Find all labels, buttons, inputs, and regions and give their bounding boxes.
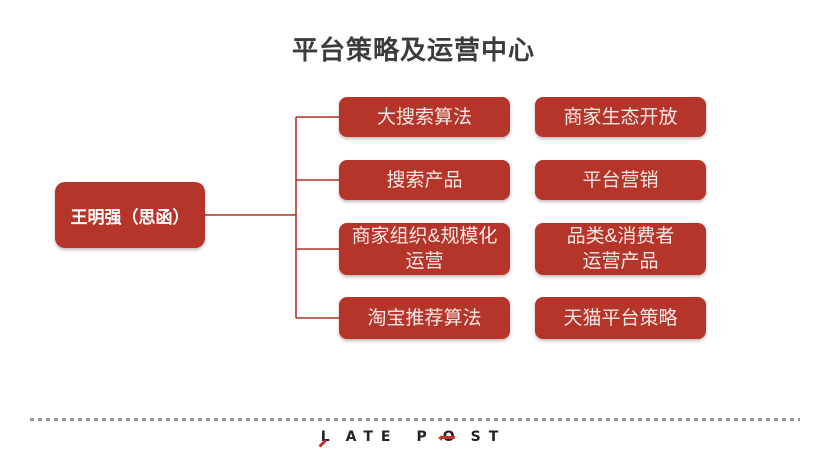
node-col1-row2: 搜索产品 xyxy=(339,160,510,200)
logo-letter-o-wrap: O xyxy=(437,429,463,445)
node-col1-row3: 商家组织&规模化 运营 xyxy=(339,223,510,275)
latepost-logo: L ATE P O ST xyxy=(0,429,827,447)
logo-letter-l: L xyxy=(320,429,338,445)
logo-letters-st: ST xyxy=(470,429,507,445)
logo-letters-ate: ATE xyxy=(345,429,399,445)
node-col2-row2: 平台营销 xyxy=(535,160,706,200)
clock-hand-icon xyxy=(437,434,455,440)
org-root-label: 王明强（思函） xyxy=(70,207,190,227)
node-col2-row4: 天猫平台策略 xyxy=(535,297,706,339)
node-col1-row1: 大搜索算法 xyxy=(339,97,510,137)
dashed-divider xyxy=(30,418,800,421)
node-col1-row4: 淘宝推荐算法 xyxy=(339,297,510,339)
org-root-node: 王明强（思函） xyxy=(55,182,205,248)
node-col2-row3: 品类&消费者 运营产品 xyxy=(535,223,706,275)
page-title: 平台策略及运营中心 xyxy=(291,35,535,65)
node-col2-row1: 商家生态开放 xyxy=(535,97,706,137)
logo-letter-p: P xyxy=(416,429,435,445)
logo-letter-l-wrap: L xyxy=(318,429,338,447)
